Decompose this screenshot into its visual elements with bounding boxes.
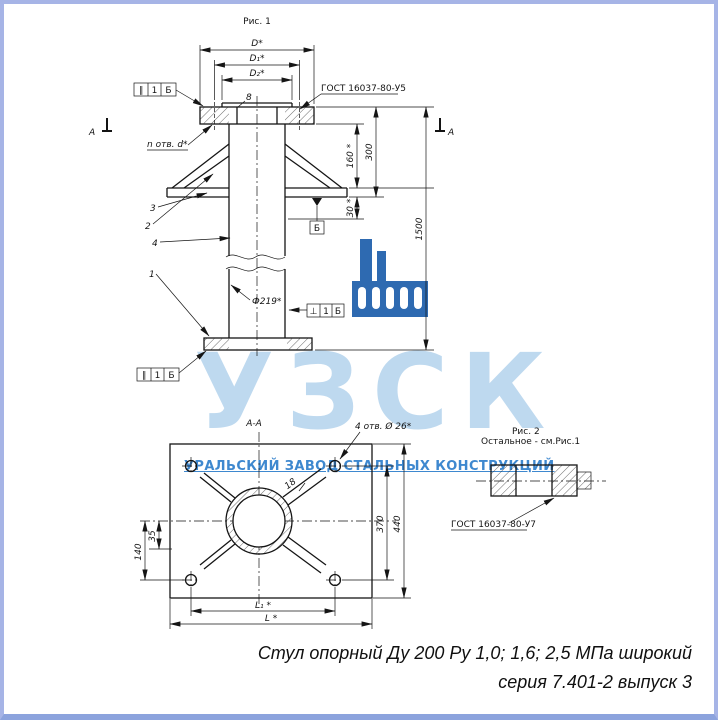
pipe-break-line xyxy=(225,266,286,272)
datum-letter: Б xyxy=(314,224,320,234)
section-cut-mark-left xyxy=(102,118,112,132)
figure1-title: Рис. 1 xyxy=(243,17,271,27)
base-plate xyxy=(169,443,373,599)
dim-30: 30 * xyxy=(346,198,356,217)
dim-thickness-8: 8 xyxy=(246,93,252,103)
tol-symbol: ∥ xyxy=(142,371,147,381)
height-dimensions: 160 * 300 30 * 1500 xyxy=(288,106,434,351)
caption-line-2: серия 7.401-2 выпуск 3 xyxy=(498,672,692,693)
watermark-subtitle: УРАЛЬСКИЙ ЗАВОД СТАЛЬНЫХ КОНСТРУКЦИЙ xyxy=(184,459,555,474)
part-number-1: 1 xyxy=(149,270,155,280)
section-AA-title: А-А xyxy=(245,419,262,429)
pipe-break-line xyxy=(225,254,286,260)
section-letter-left: А xyxy=(88,128,95,138)
bolt-hole-axes xyxy=(214,102,300,130)
figure1-front-view: Рис. 1 D* D₁* D₂* 8 ГОСТ 16037-80-У5 xyxy=(88,17,454,382)
tolerance-frame-top: ∥ 1 Б xyxy=(133,82,204,107)
watermark: УЗСК УРАЛЬСКИЙ ЗАВОД СТАЛЬНЫХ КОНСТРУКЦИ… xyxy=(4,4,714,714)
drawing-caption: Стул опорный Ду 200 Ру 1,0; 1,6; 2,5 МПа… xyxy=(258,639,692,698)
section-letter-right: А xyxy=(447,128,454,138)
section-AA-view: А-А 4 отв. Ø 26* 18 xyxy=(134,419,412,629)
tol-value: 1 xyxy=(152,86,158,96)
watermark-logo-text: УЗСК xyxy=(194,331,558,453)
figure2-title: Рис. 2 xyxy=(512,427,540,437)
tol-value: 1 xyxy=(323,307,329,317)
tol-symbol: ∥ xyxy=(139,86,144,96)
part-number-2: 2 xyxy=(145,222,151,232)
datum-flag: Б xyxy=(309,198,325,235)
dim-160: 160 * xyxy=(346,143,356,168)
gusset-ribs-plan xyxy=(199,468,327,574)
figure2-detail: Рис. 2 Остальное - см.Рис.1 ГОСТ 16037-8… xyxy=(451,427,606,531)
part-number-4: 4 xyxy=(152,239,158,249)
holes-note-label: 4 отв. Ø 26* xyxy=(355,421,412,432)
tol-datum: Б xyxy=(335,307,341,317)
section-cut-marks: А А xyxy=(88,118,454,138)
dim-D2: D₂* xyxy=(249,69,265,79)
dim-140: 140 xyxy=(134,543,144,560)
figure2-note: Остальное - см.Рис.1 xyxy=(481,437,580,447)
weld-stub xyxy=(576,471,592,490)
dim-L: L * xyxy=(265,614,278,624)
dim-D1: D₁* xyxy=(249,54,265,64)
plate-right-dimensions: 370 440 xyxy=(342,443,411,599)
top-diameter-dimensions: D* D₁* D₂* 8 xyxy=(199,39,315,108)
plate-holes-note: 4 отв. Ø 26* xyxy=(339,421,412,460)
pipe-section-bore xyxy=(232,494,286,548)
gost-weld-note-fig2: ГОСТ 16037-80-У7 xyxy=(451,497,555,531)
dim-35: 35 xyxy=(148,530,158,542)
part-number-3: 3 xyxy=(150,204,156,214)
plate-bottom-dimensions: L₁ * L * xyxy=(169,587,373,629)
datum-triangle xyxy=(312,198,322,206)
part-callouts: 3 2 4 1 xyxy=(145,173,231,337)
tol-datum: Б xyxy=(168,371,174,381)
dim-1500: 1500 xyxy=(415,217,425,240)
factory-icon xyxy=(352,239,428,317)
technical-drawing: Рис. 1 D* D₁* D₂* 8 ГОСТ 16037-80-У5 xyxy=(88,17,606,629)
dim-440: 440 xyxy=(393,515,403,532)
tol-symbol: ⊥ xyxy=(310,307,318,317)
gost-weld-note-top: ГОСТ 16037-80-У5 xyxy=(299,84,406,110)
dim-18: 18 xyxy=(283,477,298,492)
dim-phi219: Ф219* xyxy=(252,297,282,307)
tolerance-frame-bottom: ∥ 1 Б xyxy=(136,350,207,382)
dim-D: D* xyxy=(251,39,263,49)
pipe-diameter-callout: Ф219* xyxy=(230,284,282,307)
gost-weld-label: ГОСТ 16037-80-У7 xyxy=(451,520,536,530)
dim-300: 300 xyxy=(365,143,375,160)
dim-370: 370 xyxy=(376,515,386,532)
dim-L1: L₁ * xyxy=(255,601,271,611)
caption-line-1: Стул опорный Ду 200 Ру 1,0; 1,6; 2,5 МПа… xyxy=(257,642,692,663)
bottom-flange xyxy=(203,337,313,351)
plate-left-dimensions: 35 140 xyxy=(134,520,184,581)
gusset-ribs xyxy=(171,143,343,189)
support-pipe xyxy=(225,124,286,338)
bolt-holes-note: n отв. d* xyxy=(147,124,213,151)
gost-weld-label: ГОСТ 16037-80-У5 xyxy=(321,84,406,94)
section-cut-mark-right xyxy=(435,118,445,132)
holes-note-label: n отв. d* xyxy=(147,140,188,150)
anchor-holes xyxy=(182,457,344,589)
tolerance-frame-mid: ⊥ 1 Б xyxy=(288,303,345,318)
top-flange xyxy=(199,102,315,130)
tol-value: 1 xyxy=(155,371,161,381)
tol-datum: Б xyxy=(165,86,171,96)
